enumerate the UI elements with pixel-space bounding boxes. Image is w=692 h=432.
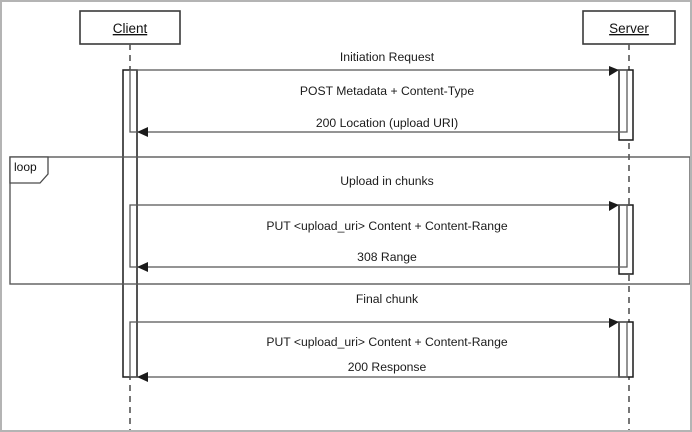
- arrowhead-put-final: [609, 318, 619, 328]
- initiation-group: Initiation Request POST Metadata + Conte…: [129, 50, 628, 137]
- server-label: Server: [609, 21, 649, 36]
- client-box[interactable]: [79, 10, 181, 45]
- arrowhead-put-chunk: [609, 201, 619, 211]
- message-200-location-label: 200 Location (upload URI): [316, 116, 458, 130]
- message-put-final-label: PUT <upload_uri> Content + Content-Range: [266, 335, 508, 349]
- arrowhead-200-response: [137, 372, 148, 382]
- server-activation-initiation: [618, 69, 634, 141]
- note-final-chunk: Final chunk: [356, 292, 419, 306]
- final-message-box: [129, 321, 628, 378]
- loop-operator-label: loop: [14, 160, 37, 174]
- loop-fragment[interactable]: loop: [9, 156, 690, 285]
- chunk-group: Upload in chunks PUT <upload_uri> Conten…: [129, 174, 628, 272]
- note-initiation-request: Initiation Request: [340, 50, 435, 64]
- message-200-response-label: 200 Response: [348, 360, 427, 374]
- participant-client[interactable]: Client: [79, 10, 181, 45]
- loop-frame-border: [9, 156, 690, 285]
- arrowhead-post-metadata: [609, 66, 619, 76]
- loop-frame-tab: [9, 156, 49, 184]
- note-upload-in-chunks: Upload in chunks: [340, 174, 434, 188]
- final-group: Final chunk PUT <upload_uri> Content + C…: [129, 292, 628, 382]
- message-308-range-label: 308 Range: [357, 250, 417, 264]
- arrowhead-308-range: [137, 262, 148, 272]
- server-box[interactable]: [582, 10, 676, 45]
- initiation-message-box: [129, 69, 628, 133]
- participant-server[interactable]: Server: [582, 10, 676, 45]
- client-label: Client: [113, 21, 148, 36]
- arrowhead-200-location: [137, 127, 148, 137]
- chunk-message-box: [129, 204, 628, 268]
- server-activation-chunk: [618, 204, 634, 275]
- server-activation-final: [618, 321, 634, 378]
- message-put-chunk-label: PUT <upload_uri> Content + Content-Range: [266, 219, 508, 233]
- message-post-metadata-label: POST Metadata + Content-Type: [300, 84, 474, 98]
